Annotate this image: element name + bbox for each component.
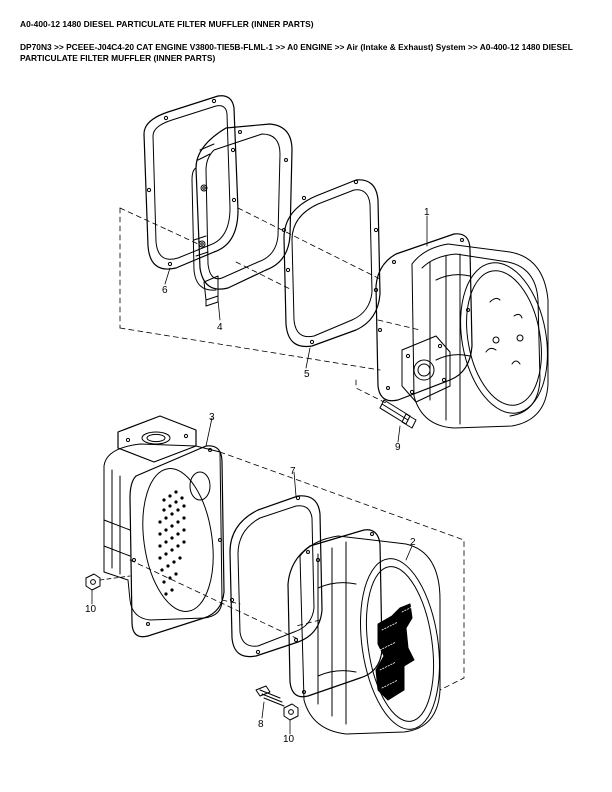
callout-9[interactable]: 9 [395, 442, 401, 453]
callout-2[interactable]: 2 [410, 537, 416, 548]
bolt-part-8 [255, 685, 285, 707]
gasket-part-5 [283, 179, 381, 348]
callout-10-left[interactable]: 10 [85, 604, 97, 615]
callout-5[interactable]: 5 [304, 369, 310, 380]
inlet-housing-part-3 [103, 415, 225, 638]
callout-10-right[interactable]: 10 [283, 734, 295, 745]
callout-1[interactable]: 1 [424, 207, 430, 218]
muffler-body-part-1 [375, 233, 549, 429]
breadcrumb[interactable]: DP70N3 >> PCEEE-J04C4-20 CAT ENGINE V380… [20, 42, 573, 63]
nut-part-10-left [85, 573, 131, 591]
leader-lines [91, 215, 428, 735]
callout-4[interactable]: 4 [217, 322, 223, 333]
nut-part-10-right [283, 703, 299, 721]
bolt-part-9 [379, 399, 417, 429]
alignment-lines-upper [119, 207, 421, 405]
callout-7[interactable]: 7 [290, 466, 296, 477]
callout-8[interactable]: 8 [258, 719, 264, 730]
filter-cartridge-part-2 [287, 529, 441, 735]
flange-ring-part-4 [191, 123, 293, 307]
page-title: A0-400-12 1480 DIESEL PARTICULATE FILTER… [20, 19, 314, 29]
gasket-part-7 [229, 495, 323, 658]
callout-6[interactable]: 6 [162, 285, 168, 296]
alignment-lines-lower [129, 451, 465, 691]
gasket-part-6 [143, 95, 239, 270]
callout-3[interactable]: 3 [209, 412, 215, 423]
